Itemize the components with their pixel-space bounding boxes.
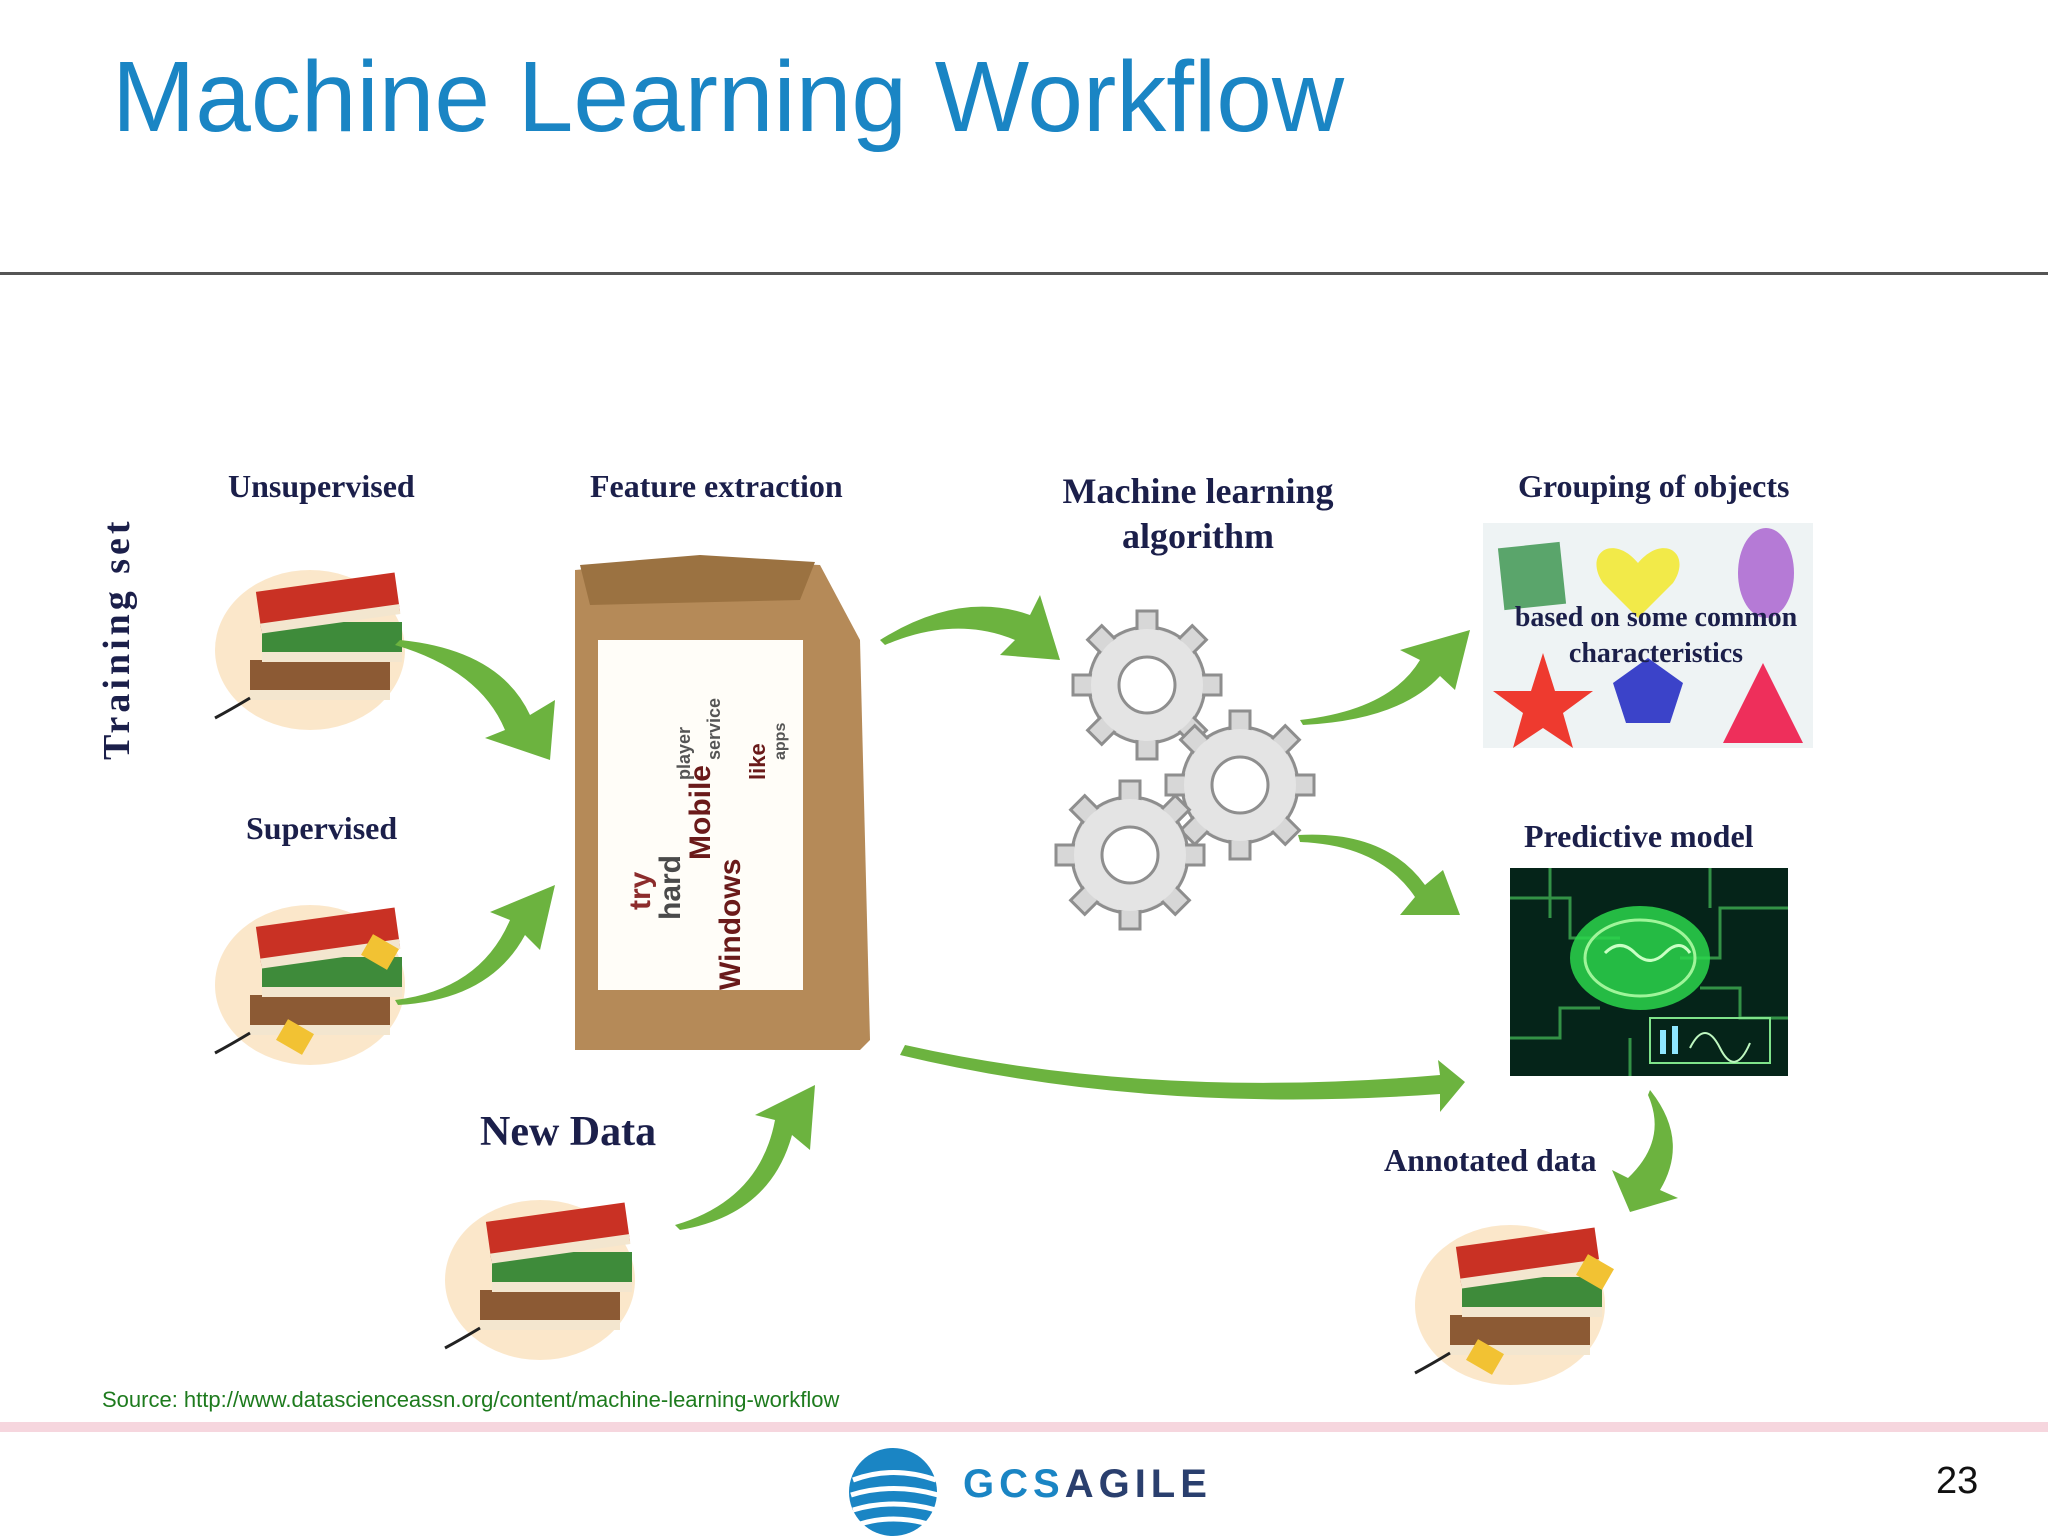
arrows: [395, 595, 1678, 1230]
gcsagile-globe-icon: [849, 1448, 938, 1536]
label-annotated-data: Annotated data: [1384, 1142, 1597, 1178]
label-feature-extraction: Feature extraction: [590, 468, 843, 504]
books-icon-annotated: [1413, 1223, 1614, 1387]
grouping-objects-image: [1483, 523, 1813, 748]
label-ml-algorithm-line1: Machine learning: [1062, 471, 1334, 511]
logo-suffix: AGILE: [1064, 1462, 1212, 1506]
arrow-bag-to-annotated: [900, 1045, 1465, 1112]
gears-icon: [1054, 609, 1316, 931]
svg-text:apps: apps: [772, 723, 789, 760]
arrow-unsupervised-to-bag: [395, 640, 555, 760]
arrow-newdata-to-bag: [675, 1085, 815, 1230]
brain-circuit-icon: [1510, 868, 1788, 1076]
arrow-supervised-to-bag: [395, 885, 555, 1005]
books-icon-new-data: [443, 1198, 637, 1362]
svg-text:Windows: Windows: [714, 859, 747, 990]
arrow-gears-to-predictive: [1298, 834, 1460, 915]
source-citation: Source: http://www.datascienceassn.org/c…: [102, 1387, 840, 1412]
svg-text:service: service: [704, 698, 724, 760]
grouping-caption: based on some common characteristics: [1483, 600, 1829, 672]
label-supervised: Supervised: [246, 810, 398, 846]
slide-title: Machine Learning Workflow: [112, 41, 1345, 153]
label-ml-algorithm-line2: algorithm: [1122, 516, 1274, 556]
svg-text:try: try: [624, 871, 657, 910]
label-unsupervised: Unsupervised: [228, 468, 415, 504]
footer-divider: [0, 1422, 2048, 1432]
arrow-bag-to-gears: [880, 595, 1060, 660]
logo-prefix: GCS: [963, 1462, 1065, 1506]
page-number: 23: [1936, 1460, 1979, 1502]
arrow-predictive-to-annotated: [1612, 1090, 1678, 1212]
svg-text:hard: hard: [654, 855, 687, 920]
grouping-caption-line2: characteristics: [1568, 638, 1744, 669]
paper-bag-word-cloud: Windows Mobile hard try like service pla…: [575, 555, 870, 1050]
label-predictive-model: Predictive model: [1524, 818, 1754, 854]
arrow-gears-to-grouping: [1300, 630, 1470, 725]
gcsagile-logo-text: GCSAGILE: [963, 1462, 1212, 1507]
label-grouping: Grouping of objects: [1518, 468, 1790, 504]
grouping-caption-line1: based on some common: [1514, 602, 1798, 633]
svg-text:Mobile: Mobile: [684, 765, 717, 860]
label-new-data: New Data: [480, 1109, 657, 1155]
title-divider: [0, 272, 2048, 275]
svg-text:player: player: [674, 727, 694, 780]
books-icon-unsupervised: [213, 568, 407, 732]
shapes-icon: [1493, 528, 1803, 748]
books-icon-supervised: [213, 903, 407, 1067]
svg-text:like: like: [745, 743, 770, 780]
predictive-model-image: [1510, 868, 1788, 1076]
